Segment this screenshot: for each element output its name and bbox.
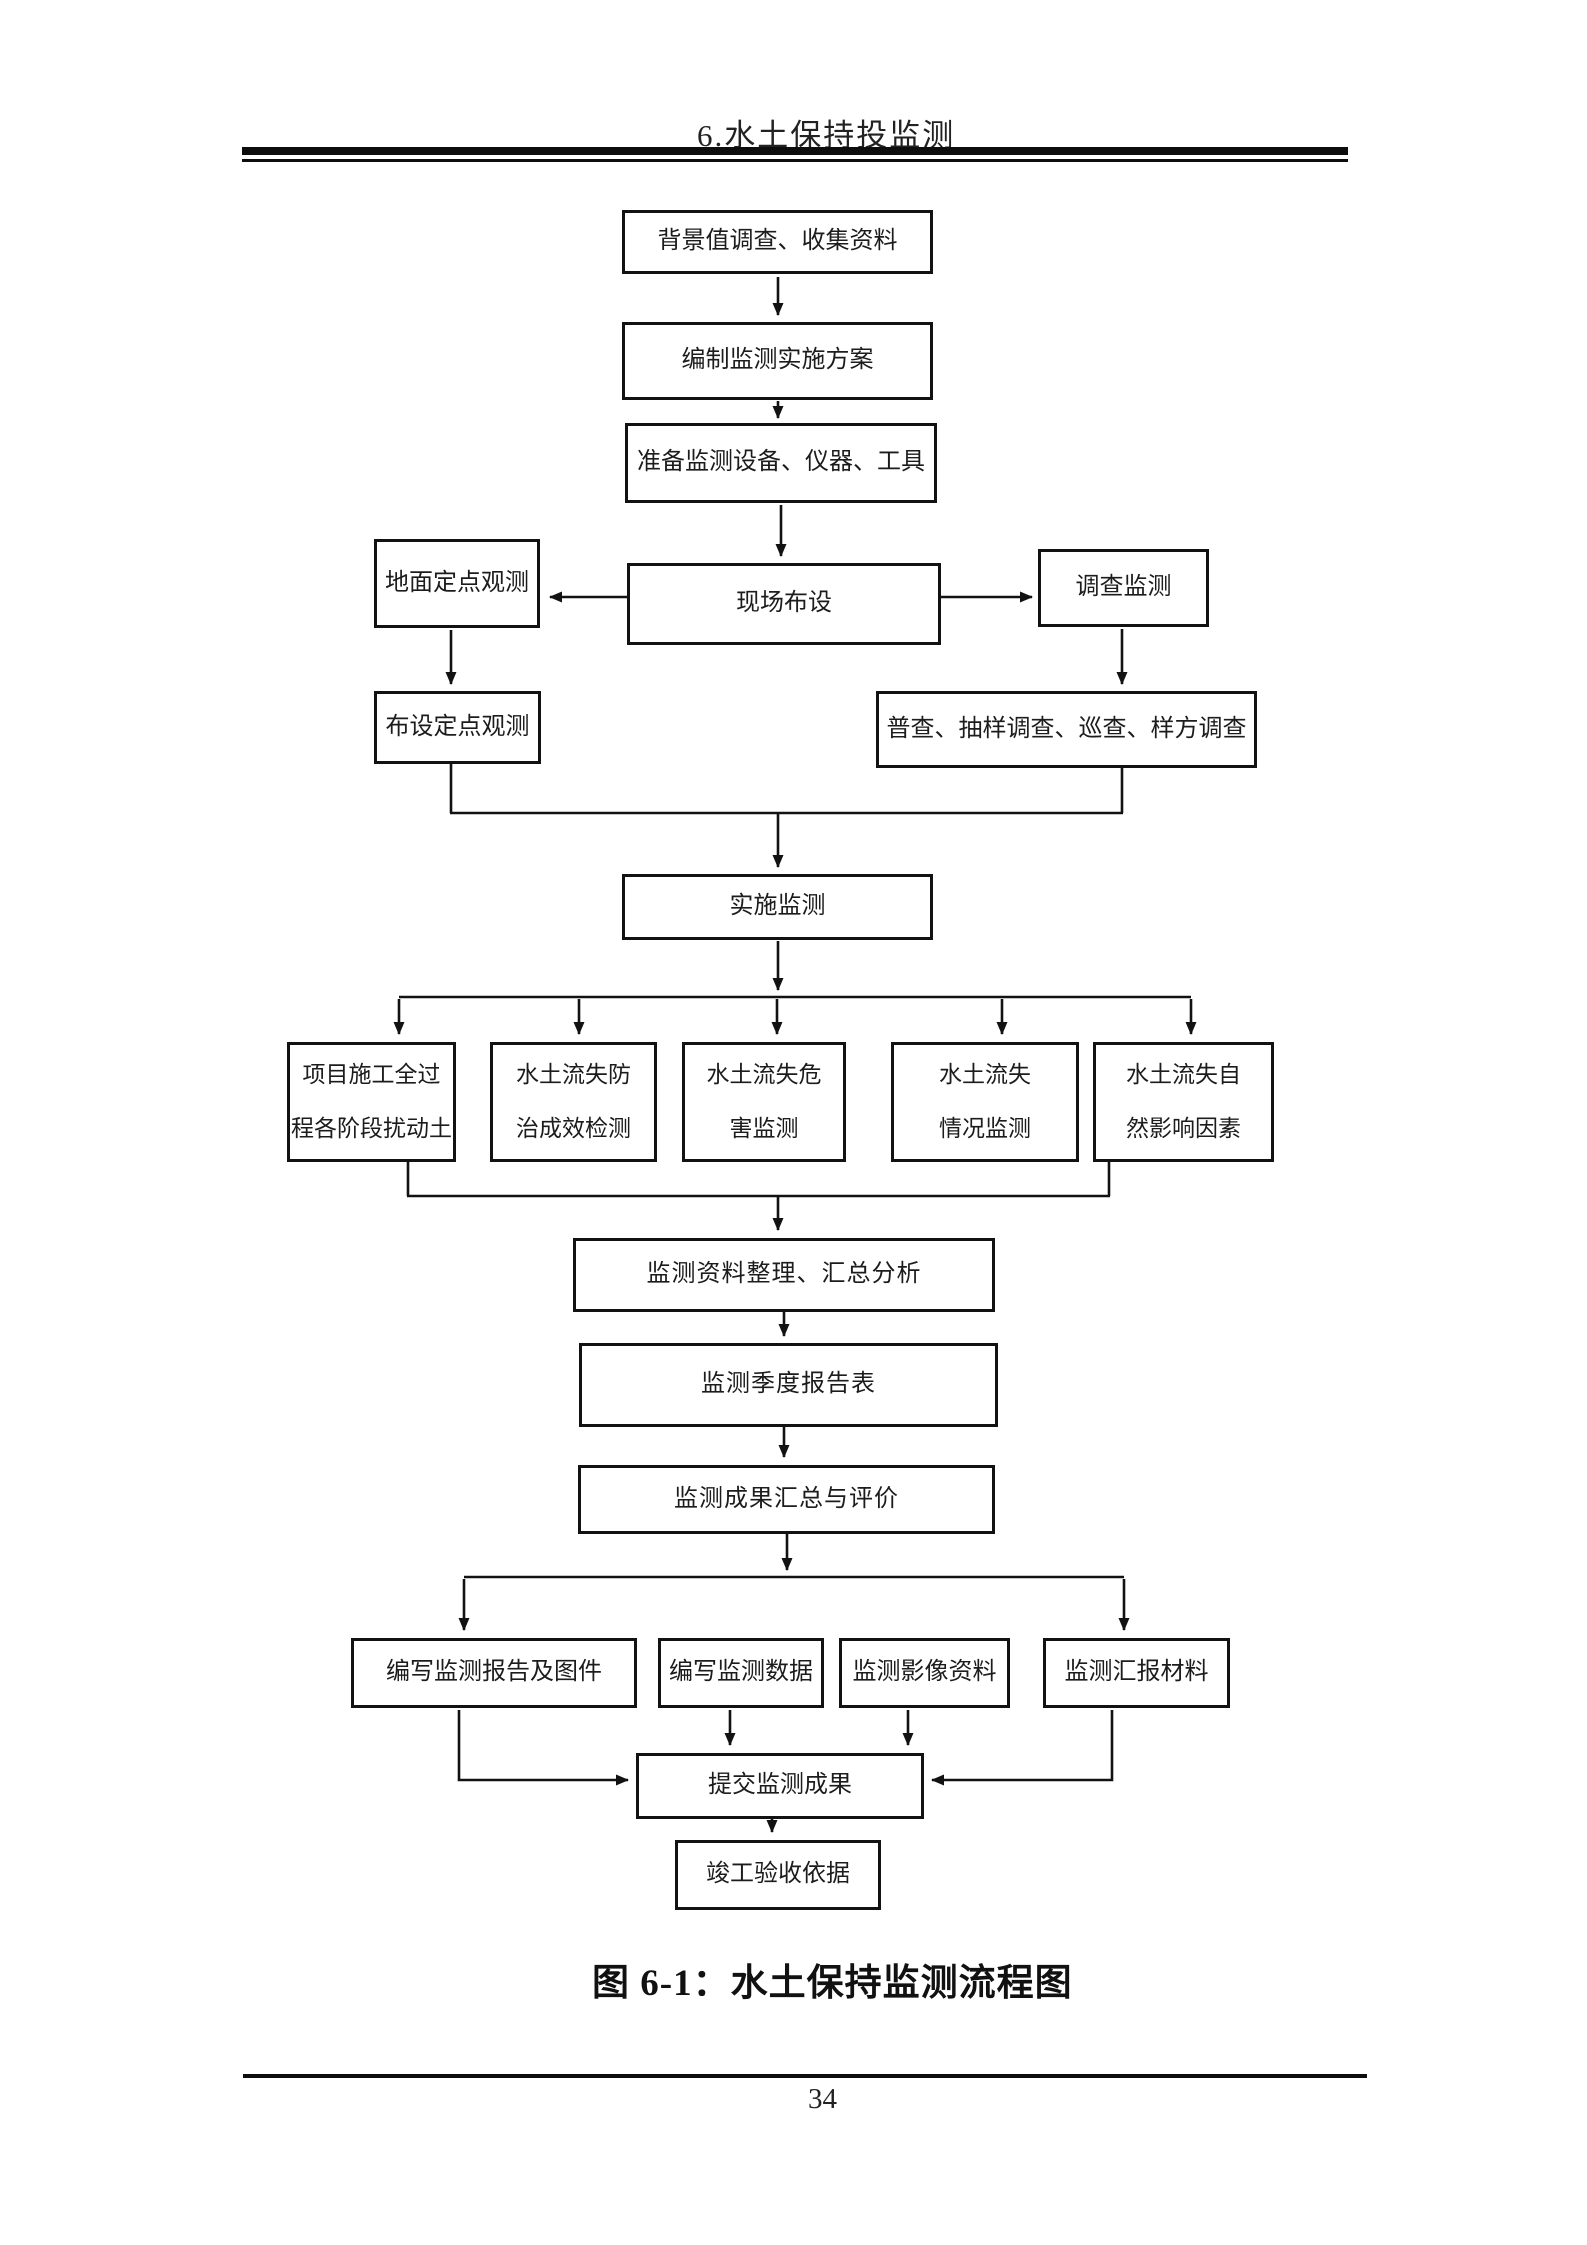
flow-node-label: 实施监测 [729,893,826,920]
flow-node-collate: 监测资料整理、汇总分析 [573,1238,995,1312]
header-rule-thin [242,159,1348,162]
flow-node-label: 监测季度报告表 [701,1371,876,1398]
flow-node-implement: 实施监测 [622,874,933,940]
flow-node-label: 布设定点观测 [385,713,530,740]
flow-node-label: 水土流失自 然影响因素 [1126,1061,1241,1141]
figure-caption: 图 6-1：水土保持监测流程图 [592,1963,1073,2004]
flow-node-label: 监测资料整理、汇总分析 [646,1261,922,1288]
flow-node-label: 竣工验收依据 [706,1861,850,1888]
flow-node-bg-survey: 背景值调查、收集资料 [622,210,933,274]
flow-node-label: 编制监测实施方案 [681,347,874,374]
flow-node-fixed-point: 布设定点观测 [374,691,541,764]
flow-node-equipment: 准备监测设备、仪器、工具 [625,423,937,503]
flow-node-plan: 编制监测实施方案 [622,322,933,400]
flow-node-label: 水土流失防 治成效检测 [516,1061,631,1141]
flow-node-data-compile: 编写监测数据 [658,1638,824,1708]
flow-node-report: 编写监测报告及图件 [351,1638,637,1708]
flow-node-quarterly: 监测季度报告表 [579,1343,998,1427]
flow-node-ground-obs: 地面定点观测 [374,539,540,628]
flow-node-label: 普查、抽样调查、巡查、样方调查 [886,715,1247,742]
flow-node-label: 现场布设 [736,590,832,617]
flow-node-label: 准备监测设备、仪器、工具 [637,449,925,476]
flow-node-label: 项目施工全过 程各阶段扰动土 [291,1061,452,1141]
flow-node-label: 监测影像资料 [852,1659,997,1686]
flow-node-survey-monitor: 调查监测 [1038,549,1209,627]
flow-node-site-layout: 现场布设 [627,563,941,645]
flow-node-label: 监测成果汇总与评价 [674,1485,899,1512]
flow-node-hazard: 水土流失危 害监测 [682,1042,846,1162]
page-number: 34 [808,2083,837,2115]
flow-node-label: 地面定点观测 [385,569,529,596]
flow-node-results-eval: 监测成果汇总与评价 [578,1465,995,1534]
flow-node-natural: 水土流失自 然影响因素 [1093,1042,1274,1162]
flow-node-submit: 提交监测成果 [636,1753,924,1819]
flow-node-imagery: 监测影像资料 [839,1638,1010,1708]
flow-node-control-effect: 水土流失防 治成效检测 [490,1042,657,1162]
flow-node-label: 编写监测报告及图件 [386,1659,602,1686]
flow-node-census: 普查、抽样调查、巡查、样方调查 [876,691,1257,768]
flow-node-label: 水土流失 情况监测 [939,1061,1031,1141]
footer-rule [243,2074,1367,2078]
flow-node-label: 水土流失危 害监测 [706,1061,822,1141]
flow-node-condition: 水土流失 情况监测 [891,1042,1079,1162]
header-rule-thick [242,147,1348,155]
flow-node-label: 监测汇报材料 [1064,1659,1209,1686]
flow-node-label: 提交监测成果 [708,1772,852,1799]
flow-node-briefing: 监测汇报材料 [1043,1638,1230,1708]
flow-node-label: 背景值调查、收集资料 [657,228,898,255]
flow-node-disturbed: 项目施工全过 程各阶段扰动土 [287,1042,456,1162]
flow-node-label: 编写监测数据 [669,1659,813,1686]
flow-node-acceptance: 竣工验收依据 [675,1840,881,1910]
flow-node-label: 调查监测 [1075,574,1172,601]
